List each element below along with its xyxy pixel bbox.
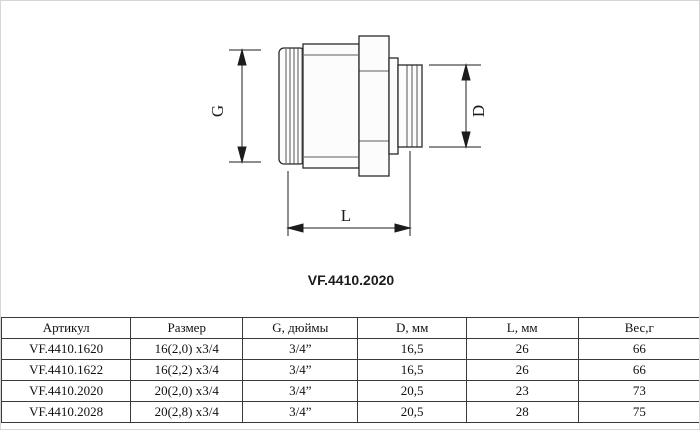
cell-size: 20(2,8) x3/4: [130, 401, 244, 423]
cell-g: 3/4”: [242, 338, 359, 360]
fitting-body: [278, 35, 423, 177]
cell-d: 20,5: [357, 401, 467, 423]
table-row: VF.4410.2020 20(2,0) x3/4 3/4” 20,5 23 7…: [1, 380, 699, 402]
dimension-g: [229, 48, 261, 164]
table-row: VF.4410.1622 16(2,2) x3/4 3/4” 16,5 26 6…: [1, 359, 699, 381]
cell-g: 3/4”: [242, 359, 359, 381]
main-body: [302, 43, 360, 169]
spec-table-header-row: Артикул Размер G, дюймы D, мм L, мм Вес,…: [1, 317, 699, 339]
cell-size: 20(2,0) x3/4: [130, 380, 244, 402]
cell-d: 16,5: [357, 359, 467, 381]
hex-nut: [358, 35, 390, 177]
technical-drawing: G D L VF.4410.2020: [1, 1, 699, 315]
table-row: VF.4410.2028 20(2,8) x3/4 3/4” 20,5 28 7…: [1, 401, 699, 423]
cell-weight: 66: [577, 359, 699, 381]
cell-size: 16(2,0) x3/4: [130, 338, 244, 360]
cell-weight: 73: [577, 380, 699, 402]
dimension-d-label: D: [469, 105, 488, 117]
cell-size: 16(2,2) x3/4: [130, 359, 244, 381]
cell-l: 28: [465, 401, 579, 423]
cell-l: 23: [465, 380, 579, 402]
dimension-l: [286, 151, 412, 236]
cell-d: 20,5: [357, 380, 467, 402]
cell-l: 26: [465, 359, 579, 381]
table-row: VF.4410.1620 16(2,0) x3/4 3/4” 16,5 26 6…: [1, 338, 699, 360]
col-header-size: Размер: [130, 317, 244, 339]
collet-ridges: [285, 48, 303, 164]
cell-article: VF.4410.1620: [1, 338, 132, 360]
g-arrowhead-up: [237, 48, 247, 66]
col-header-d-mm: D, мм: [357, 317, 467, 339]
collet-sleeve: [278, 47, 306, 165]
col-header-weight: Вес,г: [577, 317, 699, 339]
d-arrowhead-down: [461, 131, 471, 149]
dimension-g-label: G: [208, 105, 227, 117]
col-header-l-mm: L, мм: [465, 317, 579, 339]
cell-article: VF.4410.1622: [1, 359, 132, 381]
cell-d: 16,5: [357, 338, 467, 360]
cell-article: VF.4410.2028: [1, 401, 132, 423]
dimension-d: [429, 63, 481, 149]
d-arrowhead-up: [461, 63, 471, 81]
cell-weight: 75: [577, 401, 699, 423]
cell-l: 26: [465, 338, 579, 360]
cell-g: 3/4”: [242, 401, 359, 423]
g-arrowhead-down: [237, 146, 247, 164]
fitting-drawing-svg: G D L VF.4410.2020: [208, 35, 488, 288]
product-code: VF.4410.2020: [308, 272, 395, 288]
dimension-l-label: L: [341, 206, 351, 225]
col-header-g-inches: G, дюймы: [242, 317, 359, 339]
col-header-article: Артикул: [1, 317, 132, 339]
pipe-end: [397, 64, 423, 148]
collar-ring: [388, 57, 399, 155]
cell-article: VF.4410.2020: [1, 380, 132, 402]
fitting-detail-lines: [285, 48, 418, 164]
l-arrowhead-left: [286, 223, 304, 233]
cell-weight: 66: [577, 338, 699, 360]
cell-g: 3/4”: [242, 380, 359, 402]
spec-table: Артикул Размер G, дюймы D, мм L, мм Вес,…: [1, 317, 699, 423]
l-arrowhead-right: [394, 223, 412, 233]
